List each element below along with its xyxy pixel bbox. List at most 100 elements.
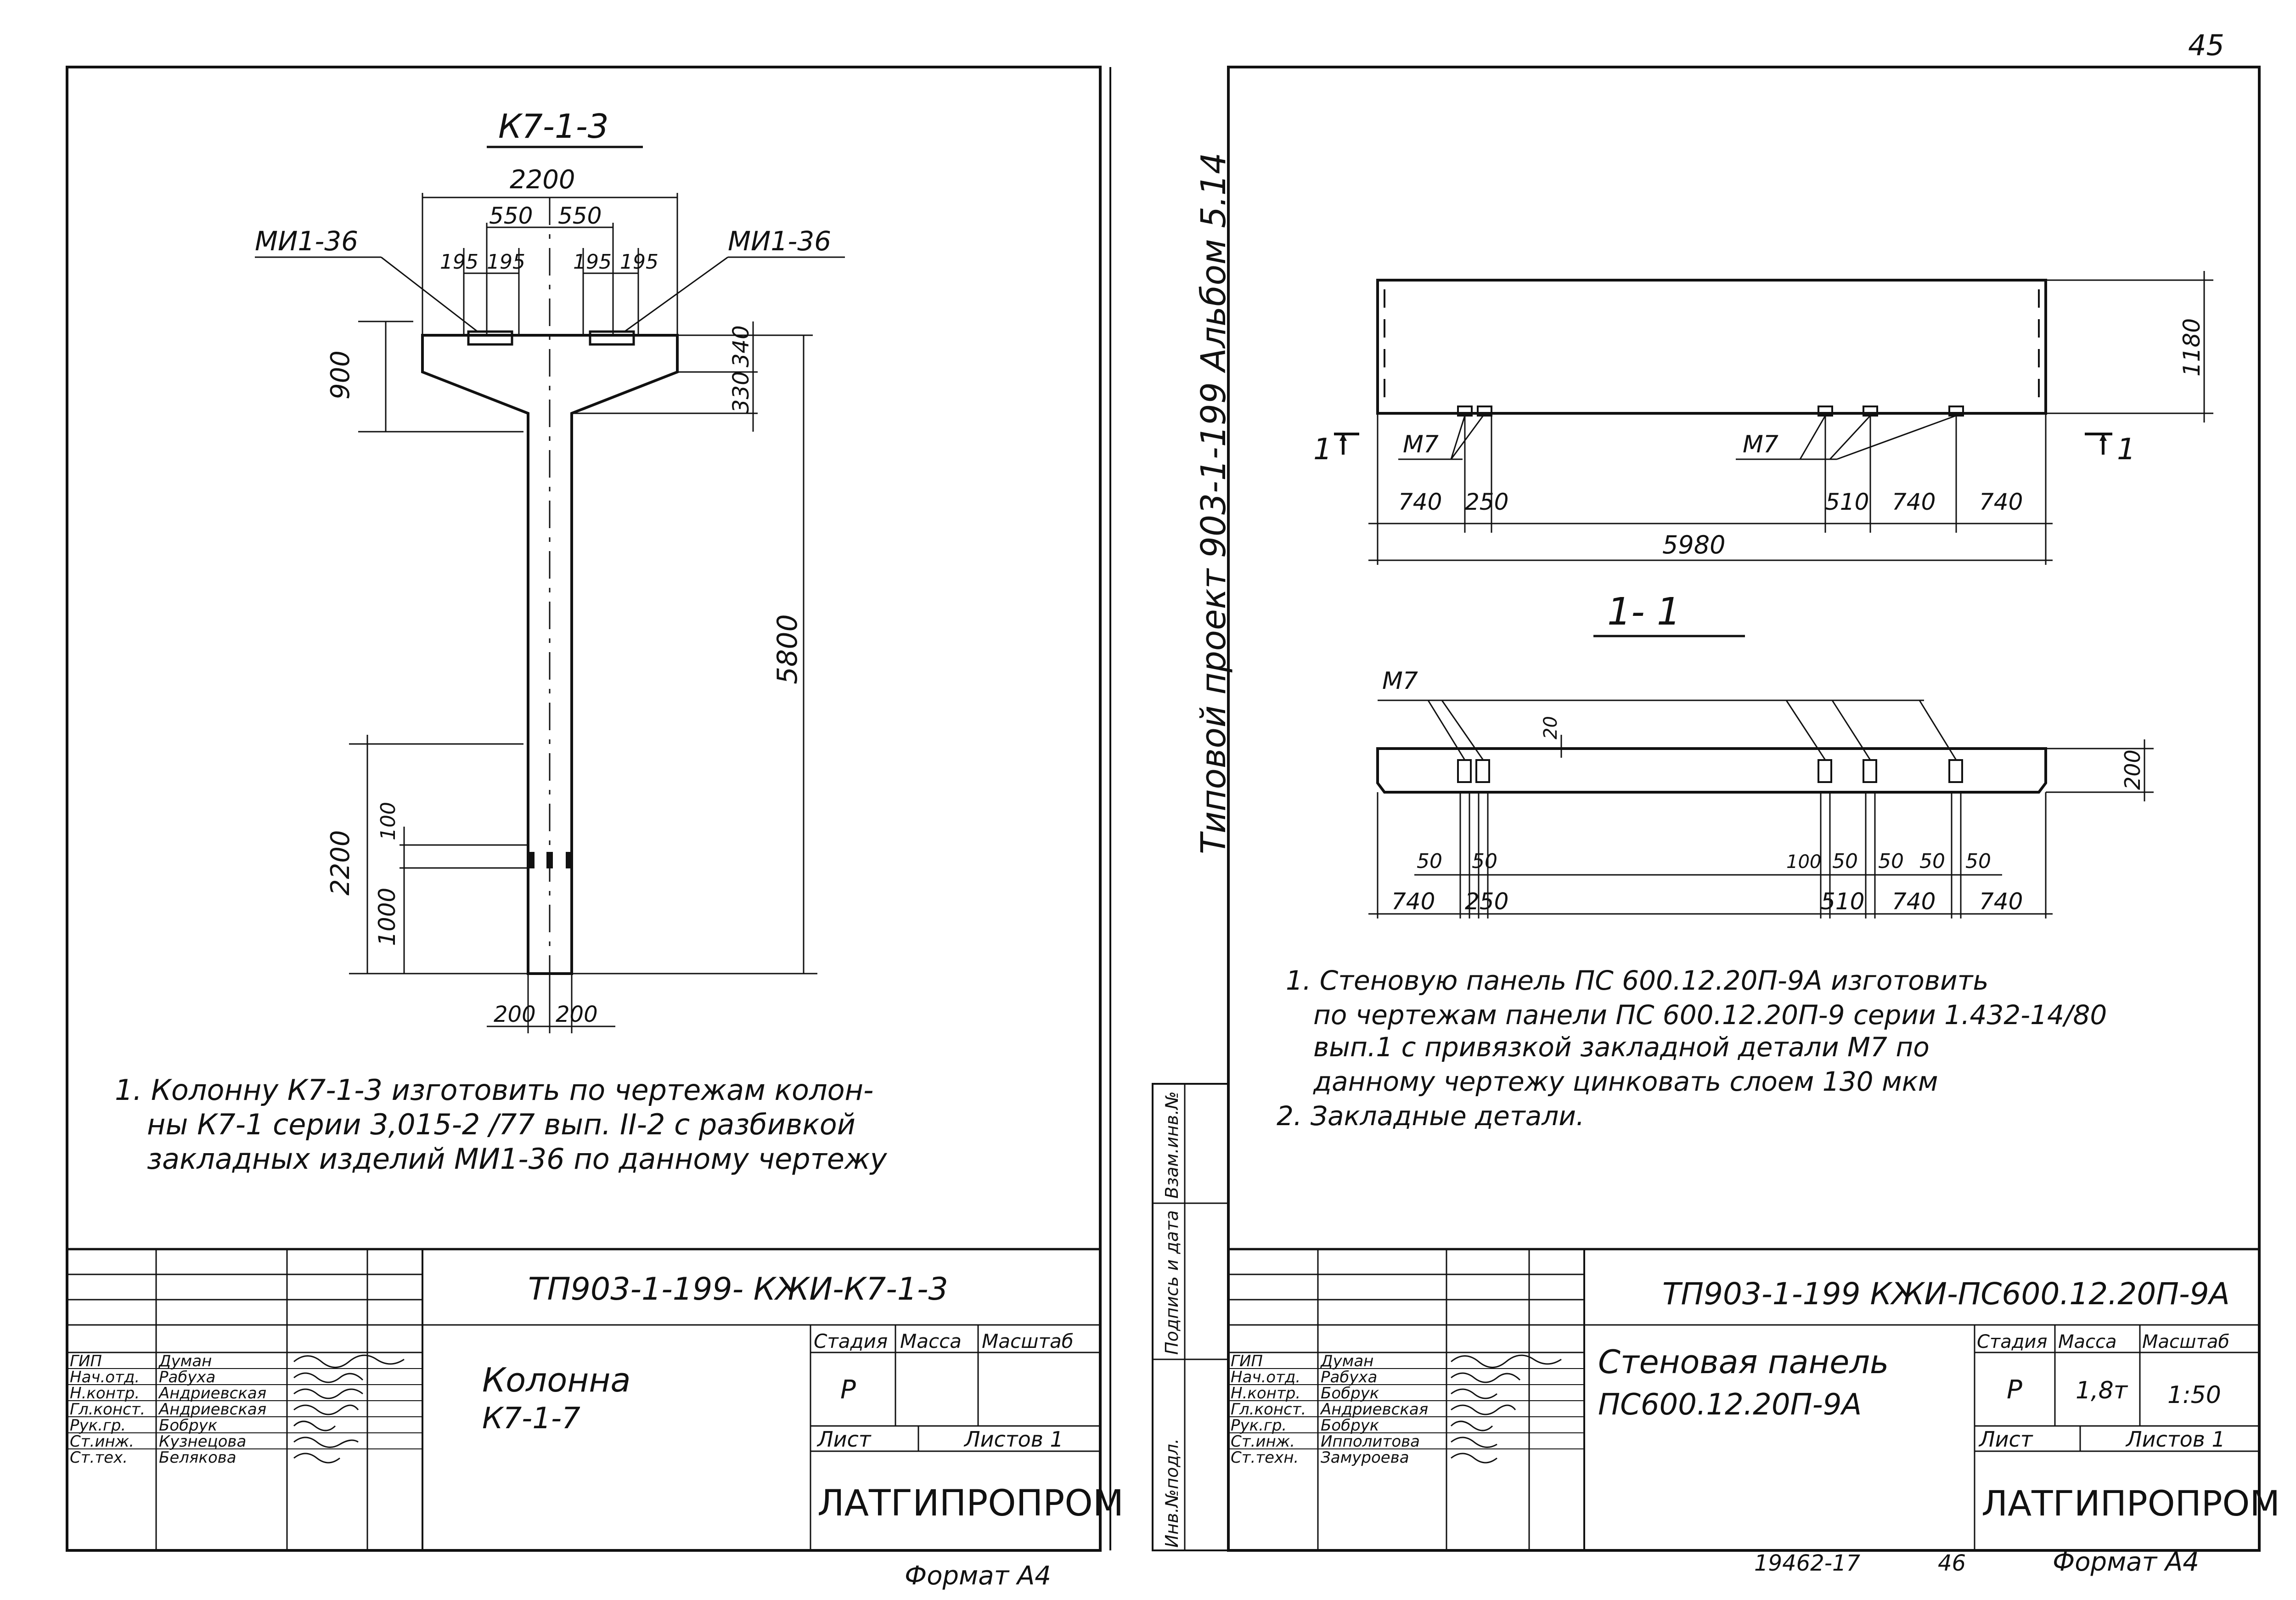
dim-250-a: 250 <box>1465 489 1508 515</box>
label-mi-right: МИ1-36 <box>728 225 831 257</box>
right-stamp-role: Н.контр. <box>1231 1384 1300 1403</box>
left-stamp-role: ГИП <box>70 1352 102 1370</box>
dim-510: 510 <box>1825 489 1869 515</box>
left-stamp-role: Н.контр. <box>70 1384 140 1403</box>
right-format: Формат А4 <box>2053 1547 2199 1577</box>
left-stamp-org: ЛАТГИПРОПРОМ <box>817 1483 1124 1524</box>
left-stamp-role: Гл.конст. <box>70 1400 145 1419</box>
left-notes: 1. Колонну К7-1-3 изготовить по чертежам… <box>115 1073 888 1176</box>
dim-50: 50 <box>1919 850 1945 873</box>
right-stamp-name: Замуроева <box>1321 1448 1409 1467</box>
dim-50: 50 <box>1472 850 1497 873</box>
right-stamp-name: Андриевская <box>1320 1400 1428 1419</box>
dim-200-a: 200 <box>494 1002 536 1027</box>
left-title-block: ТП903-1-199- КЖИ-К7-1-3 Колонна К7-1-7 С… <box>67 1248 1124 1591</box>
dim-2200-top: 2200 <box>510 165 575 195</box>
right-note-line: по чертежам панели ПС 600.12.20П-9 серии… <box>1313 999 2107 1031</box>
left-stamp-name: Думан <box>158 1352 212 1370</box>
right-note-line: 1. Стеновую панель ПС 600.12.20П-9А изго… <box>1286 965 1989 996</box>
dim-200-section: 200 <box>2120 749 2145 790</box>
label-mi-left: МИ1-36 <box>255 225 358 257</box>
dim-50: 50 <box>1965 850 1991 873</box>
side-stamp-sign: Подпись и дата <box>1162 1210 1182 1355</box>
right-stamp-name: Бобрук <box>1321 1384 1379 1403</box>
right-note-line: 2. Закладные детали. <box>1277 1100 1584 1132</box>
right-stamp-sheets-header: Листов 1 <box>2125 1427 2225 1452</box>
left-stamp-role: Нач.отд. <box>70 1368 140 1386</box>
panel-elevation: 1 1 М7 М7 1180 740 250 510 740 740 <box>1313 271 2213 565</box>
dim-1000: 1000 <box>374 888 400 946</box>
dim-2200-left: 2200 <box>326 830 355 896</box>
left-note-line: закладных изделий МИ1-36 по данному черт… <box>147 1142 888 1176</box>
label-m7-section: М7 <box>1382 667 1418 695</box>
left-section-title: К7-1-3 <box>498 107 609 146</box>
dim-740-b: 740 <box>1892 489 1936 515</box>
left-stamp-name: Белякова <box>159 1448 236 1467</box>
right-stamp-sheet-header: Лист <box>1978 1427 2033 1452</box>
dim-250-section: 250 <box>1465 888 1508 915</box>
left-stamp-scale-header: Масштаб <box>982 1330 1074 1352</box>
dim-740-c: 740 <box>1979 489 2023 515</box>
right-stamp-role: ГИП <box>1231 1352 1263 1370</box>
dim-50: 50 <box>1832 850 1858 873</box>
right-stamp-name: Рабуха <box>1321 1368 1377 1386</box>
dim-740-a: 740 <box>1398 489 1442 515</box>
right-stamp-mass-header: Масса <box>2058 1331 2117 1352</box>
right-stamp-org: ЛАТГИПРОПРОМ <box>1981 1483 2280 1524</box>
dim-5800: 5800 <box>771 614 804 684</box>
left-stamp-stage-value: Р <box>840 1375 856 1405</box>
column-drawing: К7-1-3 2200 550 550 195 195 195 195 <box>255 107 845 1033</box>
label-m7-left: М7 <box>1403 431 1439 458</box>
side-stamp-inv: Инв.№подл. <box>1162 1438 1182 1548</box>
left-stamp-title-1: Колонна <box>482 1361 631 1399</box>
dim-900: 900 <box>326 350 355 400</box>
left-stamp-name: Рабуха <box>159 1368 215 1386</box>
side-stamp: Инв.№подл. Подпись и дата Взам.инв.№ <box>1152 1083 1229 1551</box>
cut-label-left: 1 <box>1313 433 1332 467</box>
dim-330: 330 <box>728 371 754 413</box>
dim-740-section-a: 740 <box>1391 888 1435 915</box>
left-stamp-code: ТП903-1-199- КЖИ-К7-1-3 <box>528 1271 948 1307</box>
right-stamp-scale-header: Масштаб <box>2142 1331 2229 1352</box>
right-stamp-title-1: Стеновая панель <box>1598 1343 1889 1381</box>
dim-195-a: 195 <box>440 250 478 274</box>
right-note-line: данному чертежу цинковать слоем 130 мкм <box>1313 1066 1938 1097</box>
left-note-line: 1. Колонну К7-1-3 изготовить по чертежам… <box>115 1073 873 1107</box>
left-stamp-mass-header: Масса <box>900 1330 962 1352</box>
left-stamp-sheet-header: Лист <box>816 1427 872 1452</box>
side-stamp-vzam: Взам.инв.№ <box>1162 1091 1182 1199</box>
right-stamp-role: Ст.техн. <box>1231 1448 1299 1467</box>
right-stamp-code: ТП903-1-199 КЖИ-ПС600.12.20П-9А <box>1662 1276 2230 1312</box>
left-stamp-role: Рук.гр. <box>70 1416 126 1435</box>
left-stamp-name: Кузнецова <box>159 1432 246 1451</box>
left-stamp-stage-header: Стадия <box>814 1330 888 1352</box>
left-note-line: ны К7-1 серии 3,015-2 /77 вып. II-2 с ра… <box>147 1108 855 1141</box>
right-title-block: ТП903-1-199 КЖИ-ПС600.12.20П-9А Стеновая… <box>1228 1248 2280 1577</box>
right-stamp-scale-value: 1:50 <box>2167 1381 2221 1409</box>
dim-550-a: 550 <box>489 203 533 229</box>
right-stamp-stage-value: Р <box>2007 1375 2022 1405</box>
right-note-line: вып.1 с привязкой закладной детали М7 по <box>1313 1031 1930 1063</box>
right-notes: 1. Стеновую панель ПС 600.12.20П-9А изго… <box>1277 965 2107 1132</box>
dim-740-section-c: 740 <box>1979 888 2023 915</box>
left-stamp-name: Андриевская <box>158 1400 266 1419</box>
left-stamp-role: Ст.инж. <box>70 1432 134 1451</box>
right-stamp-role: Ст.инж. <box>1231 1432 1295 1451</box>
dim-5980: 5980 <box>1662 530 1725 559</box>
label-m7-right: М7 <box>1743 431 1778 458</box>
dim-195-b: 195 <box>487 250 525 274</box>
left-stamp-title-2: К7-1-7 <box>482 1402 580 1436</box>
left-stamp-name: Бобрук <box>159 1416 218 1435</box>
dim-1180: 1180 <box>2178 318 2205 377</box>
dim-195-c: 195 <box>573 250 612 274</box>
right-stamp-stage-header: Стадия <box>1977 1331 2047 1352</box>
dim-740-section-b: 740 <box>1892 888 1936 915</box>
right-stamp-role: Гл.конст. <box>1231 1400 1306 1419</box>
right-stamp-name: Думан <box>1320 1352 1373 1370</box>
right-stamp-role: Нач.отд. <box>1231 1368 1300 1386</box>
dim-100-section: 100 <box>1786 851 1821 873</box>
dim-50: 50 <box>1417 850 1442 873</box>
right-signatures <box>1450 1354 1562 1464</box>
dim-550-b: 550 <box>558 203 602 229</box>
